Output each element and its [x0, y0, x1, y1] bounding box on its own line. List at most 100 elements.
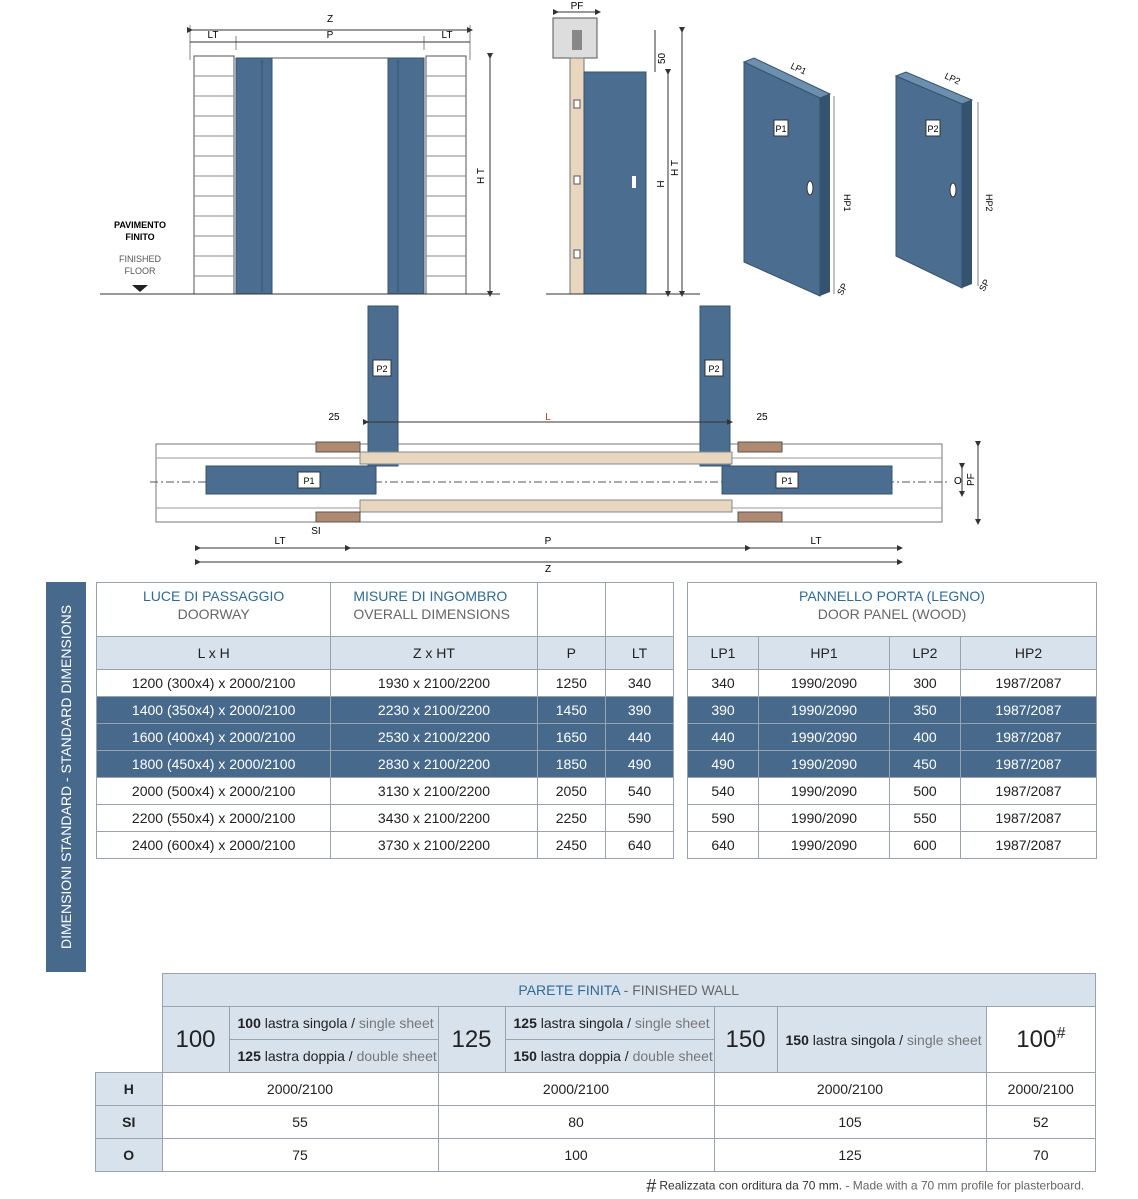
cell-hp2: 1987/2087 — [960, 804, 1097, 832]
cell-zxht: 3430 x 2100/2200 — [330, 804, 538, 832]
col-lp2: LP2 — [889, 636, 961, 670]
header-door-panel: PANNELLO PORTA (LEGNO) DOOR PANEL (WOOD) — [687, 582, 1097, 637]
row-label-si: SI — [95, 1105, 163, 1139]
table-row: SI 55 80 105 52 — [95, 1105, 1096, 1139]
cell-lp2: 300 — [889, 669, 961, 697]
floor-label-it-2: FINITO — [125, 232, 154, 242]
table-row: O 75 100 125 70 — [95, 1138, 1096, 1172]
cell-hp1: 1990/2090 — [758, 831, 890, 859]
cell-lxh: 1600 (400x4) x 2000/2100 — [95, 723, 332, 751]
dim-p-label: P — [327, 30, 334, 41]
panel-sp2-label: SP — [977, 278, 992, 293]
technical-drawing: Z LT P LT H T PAVIMENTO FINITO FINISHED … — [100, 1, 994, 575]
cell-lt: 490 — [605, 750, 674, 778]
side-label: DIMENSIONI STANDARD - STANDARD DIMENSION… — [58, 604, 74, 950]
dim-lt-right-label: LT — [442, 30, 453, 41]
cell-lt: 640 — [605, 831, 674, 859]
wall-100-hash: 100# — [985, 1006, 1096, 1073]
panel-p2-drawing: P2 LP2 HP2 SP — [894, 71, 994, 293]
plan-lt-left-label: LT — [275, 536, 286, 547]
cell-lp2: 450 — [889, 750, 961, 778]
plan-p1-right-tag: P1 — [781, 476, 792, 486]
cell-hp2: 1987/2087 — [960, 831, 1097, 859]
cell-o-125: 100 — [437, 1138, 715, 1172]
cell-h-100h: 2000/2100 — [985, 1072, 1096, 1106]
col-p: P — [536, 636, 607, 670]
plan-p2-right-tag: P2 — [708, 364, 719, 374]
cell-si-125: 80 — [437, 1105, 715, 1139]
cell-lt: 390 — [605, 696, 674, 724]
cell-lt: 440 — [605, 723, 674, 751]
cell-lt: 540 — [605, 777, 674, 805]
cell-o-100: 75 — [161, 1138, 439, 1172]
dim-ht-label: H T — [476, 168, 487, 184]
cell-lp1: 590 — [687, 804, 759, 832]
cell-lp1: 640 — [687, 831, 759, 859]
cell-lp1: 390 — [687, 696, 759, 724]
cell-lxh: 1200 (300x4) x 2000/2100 — [95, 669, 332, 697]
col-lxh: L x H — [95, 636, 332, 670]
plan-p2-left-tag: P2 — [376, 364, 387, 374]
cell-zxht: 2830 x 2100/2200 — [330, 750, 538, 778]
panel-p1-tag: P1 — [775, 124, 786, 134]
header-empty-lt — [605, 582, 674, 637]
cell-si-150: 105 — [713, 1105, 987, 1139]
wall-100-single: 100 lastra singola / single sheet — [228, 1006, 439, 1040]
cell-zxht: 3130 x 2100/2200 — [330, 777, 538, 805]
side-50-label: 50 — [657, 52, 668, 64]
finished-wall-title-en: FINISHED WALL — [632, 982, 740, 998]
col-hp2: HP2 — [960, 636, 1097, 670]
front-elevation: Z LT P LT H T PAVIMENTO FINITO FINISHED … — [100, 14, 500, 297]
cell-o-100h: 70 — [985, 1138, 1096, 1172]
side-pf-label: PF — [571, 1, 584, 12]
cell-lp1: 490 — [687, 750, 759, 778]
wall-150: 150 — [713, 1006, 778, 1073]
cell-zxht: 3730 x 2100/2200 — [330, 831, 538, 859]
door-panel-table: PANNELLO PORTA (LEGNO) DOOR PANEL (WOOD)… — [687, 582, 1097, 859]
cell-h-100: 2000/2100 — [161, 1072, 439, 1106]
cell-p: 1650 — [536, 723, 607, 751]
plan-z-label: Z — [545, 564, 551, 575]
floor-arrow-icon — [132, 285, 148, 292]
cell-lxh: 2000 (500x4) x 2000/2100 — [95, 777, 332, 805]
cell-si-100: 55 — [161, 1105, 439, 1139]
cell-hp2: 1987/2087 — [960, 669, 1097, 697]
header-overall: MISURE DI INGOMBRO OVERALL DIMENSIONS — [330, 582, 538, 637]
finished-wall-title-it: PARETE FINITA — [518, 982, 620, 998]
cell-hp2: 1987/2087 — [960, 723, 1097, 751]
cell-hp2: 1987/2087 — [960, 750, 1097, 778]
side-ht-label: H T — [670, 160, 681, 176]
table-row: H 2000/2100 2000/2100 2000/2100 2000/210… — [95, 1072, 1096, 1106]
wall-150-single: 150 lastra singola / single sheet — [776, 1006, 987, 1073]
cell-lp2: 600 — [889, 831, 961, 859]
cell-zxht: 2530 x 2100/2200 — [330, 723, 538, 751]
cell-p: 1850 — [536, 750, 607, 778]
header-doorway-en: DOORWAY — [177, 606, 250, 622]
standard-dimensions-table: LUCE DI PASSAGGIO DOORWAY MISURE DI INGO… — [95, 582, 674, 859]
wall-125-double: 150 lastra doppia / double sheet — [504, 1039, 715, 1073]
wall-125-single: 125 lastra singola / single sheet — [504, 1006, 715, 1040]
cell-lxh: 1400 (350x4) x 2000/2100 — [95, 696, 332, 724]
cell-h-150: 2000/2100 — [713, 1072, 987, 1106]
plan-o-label: O — [954, 476, 962, 487]
cell-p: 1450 — [536, 696, 607, 724]
footnote: # Realizzata con orditura da 70 mm. - Ma… — [646, 1176, 1085, 1196]
dim-lt-left-label: LT — [208, 30, 219, 41]
panel-p1-drawing: P1 LP1 HP1 SP — [742, 57, 852, 297]
col-hp1: HP1 — [758, 636, 890, 670]
cell-hp1: 1990/2090 — [758, 696, 890, 724]
plan-25-left-label: 25 — [328, 412, 340, 423]
cell-lxh: 2400 (600x4) x 2000/2100 — [95, 831, 332, 859]
cell-zxht: 2230 x 2100/2200 — [330, 696, 538, 724]
plan-lt-right-label: LT — [811, 536, 822, 547]
floor-label-en-1: FINISHED — [119, 254, 162, 264]
cell-lp1: 440 — [687, 723, 759, 751]
cell-lxh: 1800 (450x4) x 2000/2100 — [95, 750, 332, 778]
row-label-h: H — [95, 1072, 163, 1106]
